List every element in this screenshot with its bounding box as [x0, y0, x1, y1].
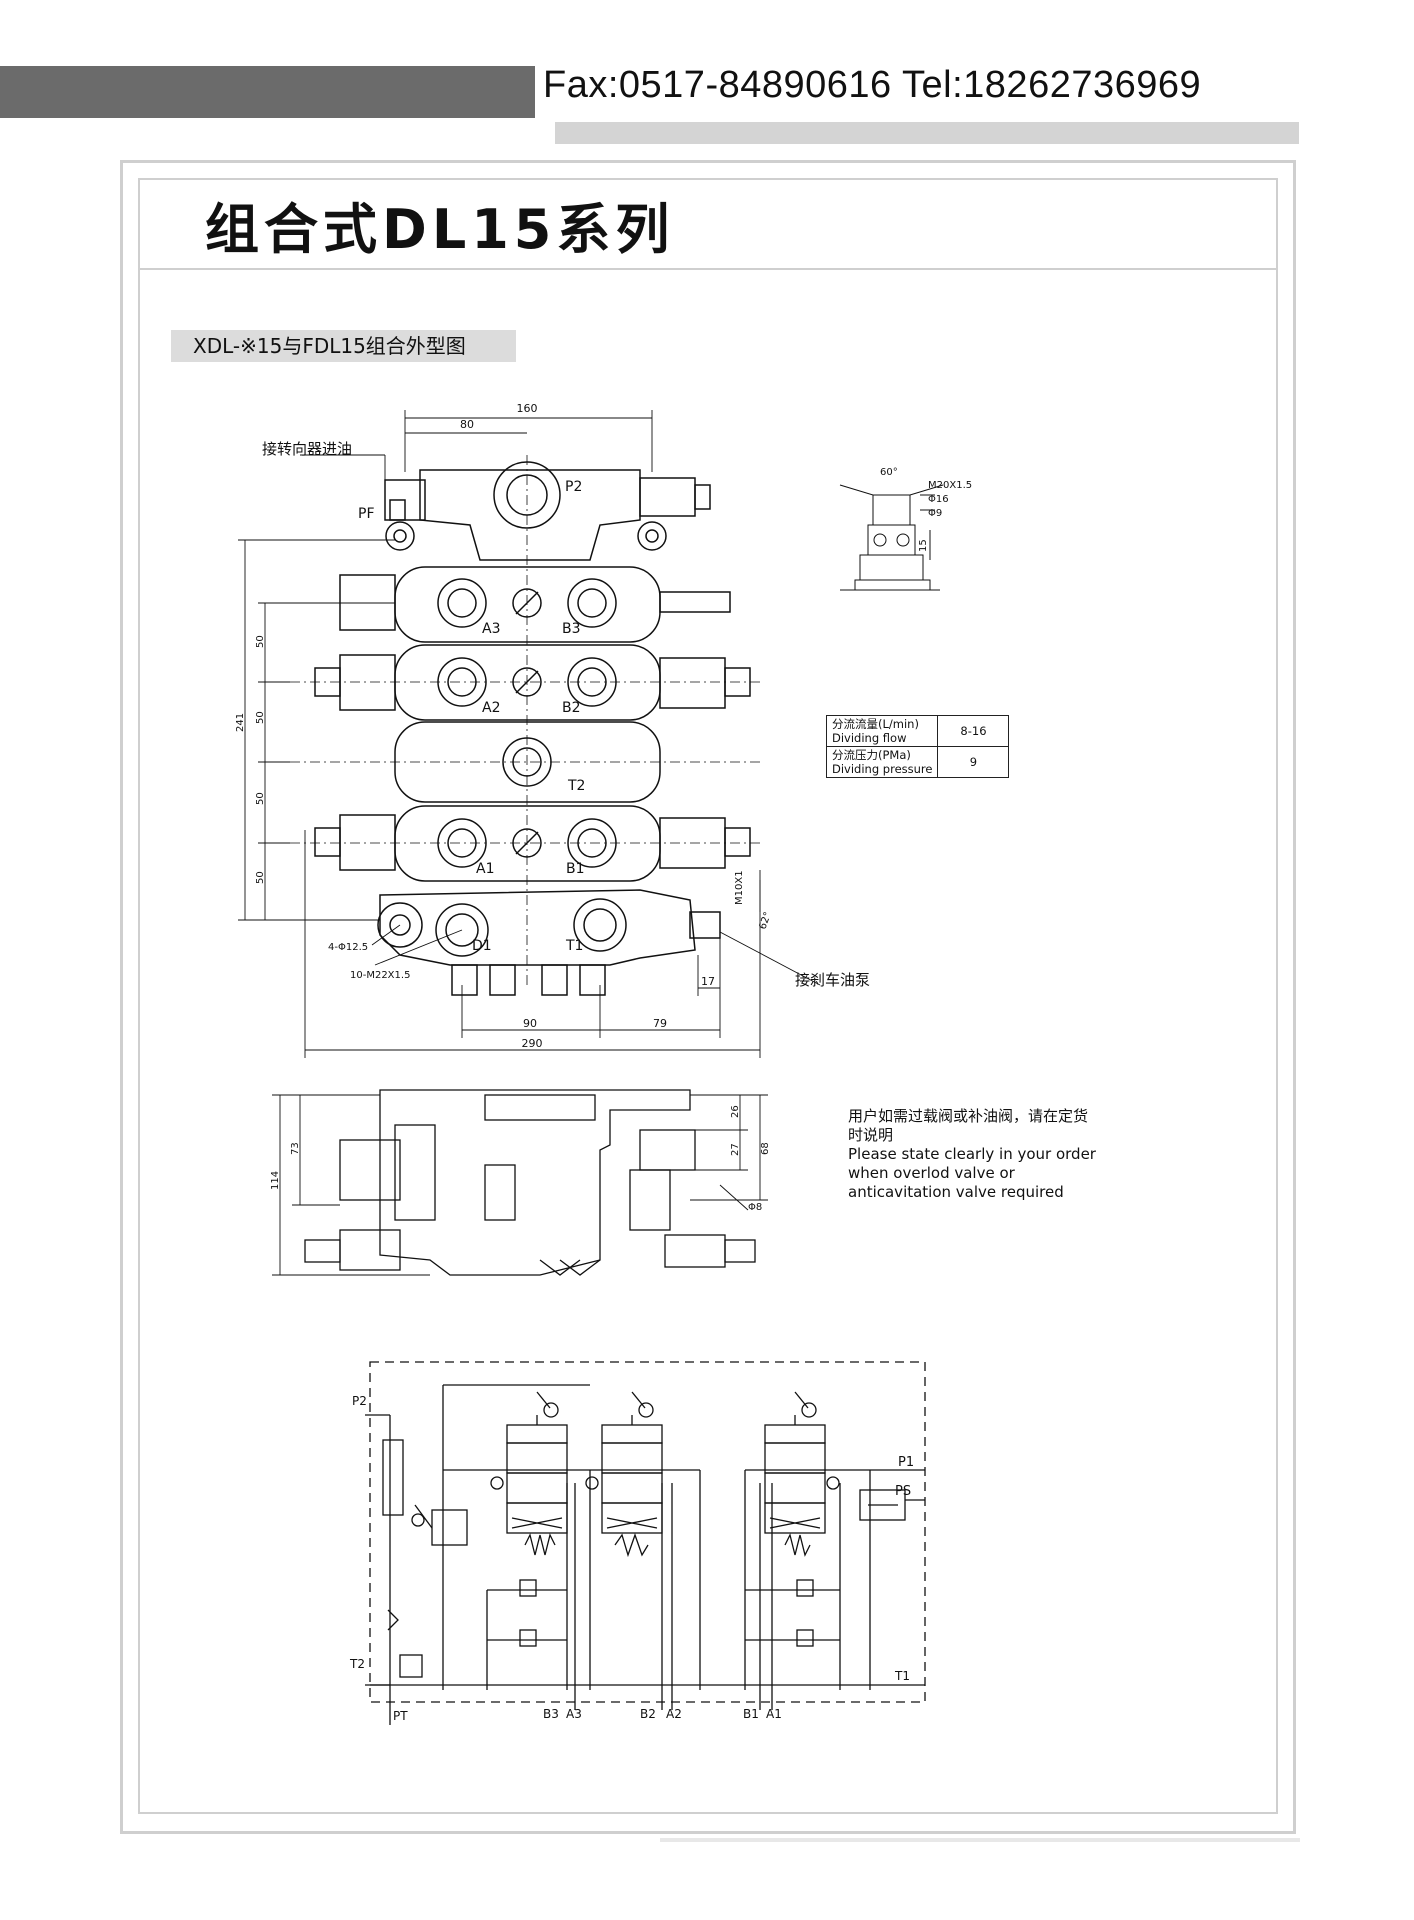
order-note: 用户如需过载阀或补油阀，请在定货 时说明 Please state clearl…	[848, 1107, 1096, 1201]
page-frame-inner	[138, 178, 1278, 1814]
sch-p2: P2	[352, 1394, 367, 1408]
port-a1: A1	[476, 861, 494, 877]
front-view	[238, 410, 944, 1058]
port-a2: A2	[482, 700, 500, 716]
hydraulic-schematic	[365, 1361, 926, 1725]
port-p2: P2	[565, 479, 582, 495]
dim-top-half: 80	[460, 418, 474, 431]
section-label: XDL-※15与FDL15组合外型图	[171, 330, 516, 362]
callout-angle: 62°	[757, 911, 773, 931]
dim-114: 114	[270, 1171, 281, 1190]
dim-27: 27	[730, 1143, 741, 1156]
title-rule	[138, 268, 1278, 270]
dim-pitch-1: 50	[255, 635, 266, 648]
callout-steering-in: 接转向器进油	[262, 440, 352, 458]
side-view	[272, 1089, 768, 1276]
spec-value: 8-16	[937, 715, 1010, 747]
sch-t2: T2	[349, 1657, 365, 1671]
callout-threads: 10-M22X1.5	[350, 970, 410, 981]
footer-rule	[660, 1838, 1300, 1842]
dim-phi8: Φ8	[748, 1202, 762, 1213]
sch-b1: B1	[743, 1707, 759, 1721]
dim-top-total: 160	[517, 402, 538, 415]
dim-17: 17	[701, 975, 715, 988]
spec-row-flow: 分流流量(L/min)Dividing flow 8-16	[825, 715, 1010, 747]
spec-label: 分流流量(L/min)Dividing flow	[825, 715, 939, 747]
header-contact: Fax:0517-84890616 Tel:18262736969	[543, 64, 1202, 106]
sch-b3: B3	[543, 1707, 559, 1721]
dim-79: 79	[653, 1017, 667, 1030]
callout-holes: 4-Φ12.5	[328, 942, 368, 953]
dim-90: 90	[523, 1017, 537, 1030]
dim-68: 68	[760, 1142, 771, 1155]
sch-pt: PT	[393, 1709, 408, 1723]
port-d1: D1	[472, 938, 492, 954]
port-t1: T1	[565, 938, 583, 954]
detail-d9: Φ9	[928, 508, 942, 519]
dim-width: 290	[522, 1037, 543, 1050]
header-bar-left	[0, 66, 535, 118]
sch-ps: PS	[895, 1484, 911, 1499]
header-bar-right	[555, 122, 1299, 144]
sch-t1: T1	[894, 1669, 910, 1683]
port-t2: T2	[567, 778, 585, 794]
detail-d16: Φ16	[928, 494, 949, 505]
page-title: 组合式DL15系列	[205, 198, 675, 261]
sch-b2: B2	[640, 1707, 656, 1721]
port-b1: B1	[566, 861, 585, 877]
detail-angle: 60°	[880, 467, 898, 478]
callout-m10: M10X1	[734, 870, 745, 905]
port-a3: A3	[482, 621, 500, 637]
detail-thread: M20X1.5	[928, 480, 972, 491]
sch-a3: A3	[566, 1707, 582, 1721]
dim-pitch-4: 50	[255, 871, 266, 884]
spec-row-pressure: 分流压力(PMa)Dividing pressure 9	[825, 746, 1010, 778]
dim-pitch-3: 50	[255, 792, 266, 805]
dim-pitch-2: 50	[255, 711, 266, 724]
dim-73: 73	[290, 1142, 301, 1155]
detail-depth: 15	[918, 539, 929, 552]
spec-value: 9	[937, 746, 1010, 778]
spec-table: 分流流量(L/min)Dividing flow 8-16 分流压力(PMa)D…	[825, 715, 1010, 778]
sch-a2: A2	[666, 1707, 682, 1721]
sch-a1: A1	[766, 1707, 782, 1721]
port-pf: PF	[358, 506, 375, 522]
dim-height: 241	[235, 713, 246, 732]
callout-brake-pump: 接刹车油泵	[795, 971, 870, 989]
page-frame-outer	[120, 160, 1296, 1834]
sch-p1: P1	[898, 1455, 914, 1470]
spec-label: 分流压力(PMa)Dividing pressure	[825, 746, 939, 778]
port-b3: B3	[562, 621, 581, 637]
dim-26: 26	[730, 1105, 741, 1118]
port-b2: B2	[562, 700, 581, 716]
port-detail	[839, 484, 944, 591]
